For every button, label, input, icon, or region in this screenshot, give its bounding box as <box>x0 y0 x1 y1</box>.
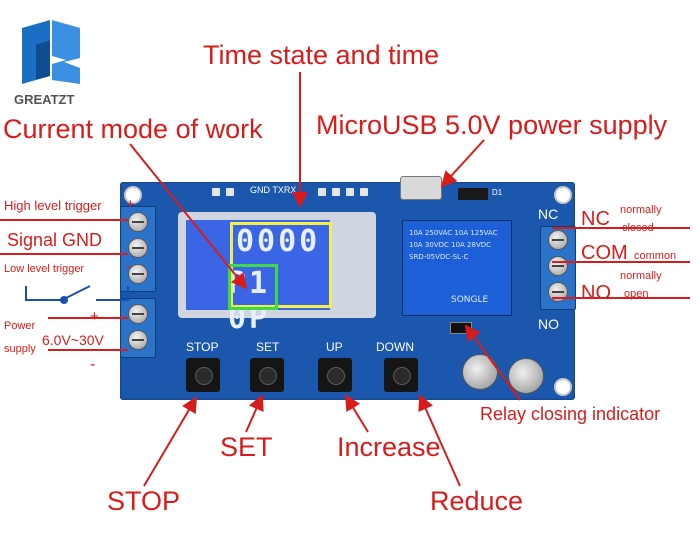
down-button[interactable] <box>384 358 418 392</box>
terminal-screw[interactable] <box>128 212 148 232</box>
terminal-screw[interactable] <box>128 238 148 258</box>
down-silk: DOWN <box>376 340 414 354</box>
up-silk: UP <box>326 340 343 354</box>
label-power-2: supply <box>4 343 36 355</box>
arrow-reduce <box>418 394 461 487</box>
relay: 10A 250VAC 10A 125VAC 10A 30VDC 10A 28VD… <box>402 220 512 316</box>
brand-logo-icon <box>22 20 80 84</box>
label-power-1: Power <box>4 320 36 332</box>
lcd-module: 0000 P1 0P <box>178 212 376 336</box>
micro-usb-port[interactable] <box>400 176 442 200</box>
relay-spec-line: SRD-05VDC-SL-C <box>409 253 469 261</box>
terminal-screw[interactable] <box>128 264 148 284</box>
label-voltage: 6.0V~30V <box>42 332 104 348</box>
label-no-desc-1: normally <box>620 270 662 282</box>
callout-time-state: Time state and time <box>203 40 440 70</box>
stop-silk: STOP <box>186 340 219 354</box>
label-nc: NC <box>581 208 610 230</box>
relay-brand: SONGLE <box>451 295 489 305</box>
header-pin <box>346 188 354 196</box>
label-high-trigger: High level trigger <box>4 198 102 213</box>
callout-relay-indicator: Relay closing indicator <box>480 404 661 424</box>
set-button[interactable] <box>250 358 284 392</box>
relay-spec-line: 10A 30VDC 10A 28VDC <box>409 241 492 249</box>
brand-name: GREATZT <box>14 92 75 107</box>
nc-silk: NC <box>538 206 559 222</box>
no-silk: NO <box>538 316 559 332</box>
callout-set: SET <box>220 432 273 462</box>
label-nc-desc-1: normally <box>620 204 662 216</box>
arrow-set <box>245 394 264 433</box>
diode-label: D1 <box>492 188 503 197</box>
set-silk: SET <box>256 340 280 354</box>
callout-reduce: Reduce <box>430 486 524 516</box>
brand-logo: GREATZT <box>12 18 90 108</box>
mount-hole <box>554 186 572 204</box>
mount-hole <box>554 378 572 396</box>
terminal-screw[interactable] <box>128 304 148 324</box>
callout-increase: Increase <box>337 432 441 462</box>
header-label: GND TXRX <box>250 185 297 195</box>
sign-plus: + <box>90 308 99 325</box>
sign-minus: - <box>90 356 96 373</box>
arrow-usb <box>440 139 485 188</box>
sign-plus-high: + <box>126 196 135 213</box>
switch-symbol <box>25 285 129 304</box>
header-pin <box>332 188 340 196</box>
terminal-screw[interactable] <box>548 230 568 250</box>
capacitor <box>508 358 544 394</box>
callout-usb: MicroUSB 5.0V power supply <box>316 110 668 140</box>
mount-hole <box>124 186 142 204</box>
relay-spec-line: 10A 250VAC 10A 125VAC <box>409 229 498 237</box>
header-pin <box>318 188 326 196</box>
header-pin <box>226 188 234 196</box>
label-signal-gnd: Signal GND <box>7 230 103 250</box>
label-low-trigger: Low level trigger <box>4 263 85 275</box>
stop-button[interactable] <box>186 358 220 392</box>
arrow-increase <box>344 394 369 433</box>
label-com: COM <box>581 242 628 264</box>
header-pin <box>212 188 220 196</box>
sign-minus-low: - <box>126 258 131 275</box>
lcd-top-row: 0000 <box>236 224 321 259</box>
timer-relay-board: GND TXRX D1 0000 P1 0P 10A 250VAC 10A 12… <box>120 176 576 400</box>
arrow-relay-indicator <box>464 324 521 401</box>
mode-highlight <box>228 264 278 310</box>
arrow-mode <box>129 143 248 290</box>
lcd-display: 0000 P1 0P <box>186 220 332 336</box>
up-button[interactable] <box>318 358 352 392</box>
label-com-desc: common <box>634 250 677 262</box>
arrow-stop <box>143 396 198 487</box>
callout-mode: Current mode of work <box>3 114 263 144</box>
diode <box>458 188 488 200</box>
header-pin <box>360 188 368 196</box>
callout-stop: STOP <box>107 486 181 516</box>
terminal-screw[interactable] <box>128 330 148 350</box>
